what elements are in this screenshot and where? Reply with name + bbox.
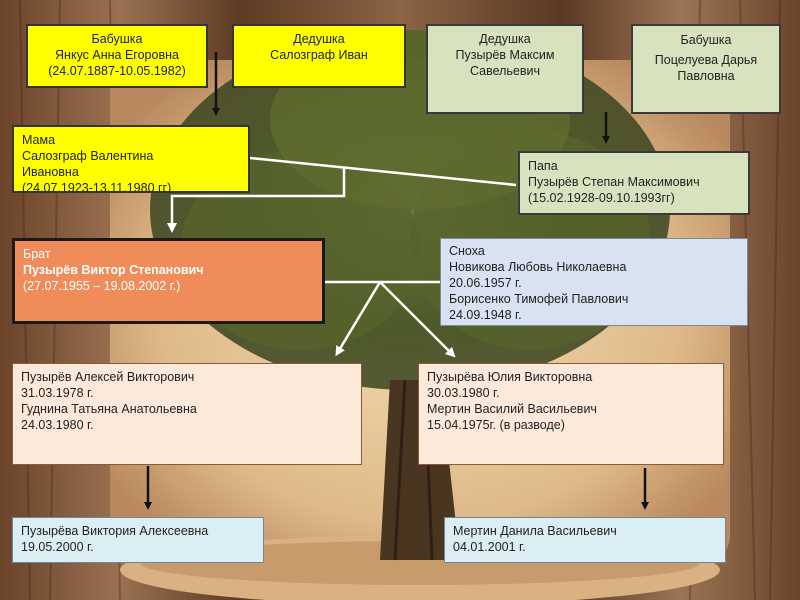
node-name: Пузырёва Виктория Алексеевна — [21, 524, 209, 538]
node-father: Папа Пузырёв Степан Максимович (15.02.19… — [518, 151, 750, 215]
node-label: Бабушка — [680, 33, 732, 47]
node-name: Мертин Данила Васильевич — [453, 524, 617, 538]
node-dates: (27.07.1955 – 19.08.2002 г.) — [23, 279, 181, 293]
node-dates: (15.02.1928-09.10.1993гг) — [528, 191, 675, 205]
node-spouse-dates: 15.04.1975г. (в разводе) — [427, 418, 565, 432]
node-viktoria: Пузырёва Виктория Алексеевна 19.05.2000 … — [12, 517, 264, 563]
node-spouse-name: Гуднина Татьяна Анатольевна — [21, 402, 197, 416]
node-name: Пузырёв Виктор Степанович — [23, 263, 204, 277]
node-spouse-dates: 24.09.1948 г. — [449, 308, 522, 322]
node-dates: 31.03.1978 г. — [21, 386, 94, 400]
node-yulia: Пузырёва Юлия Викторовна 30.03.1980 г. М… — [418, 363, 724, 465]
node-name: Салозграф Иван — [270, 48, 368, 62]
node-name-2: Павловна — [677, 69, 735, 83]
node-grandpa-salozgraf: Дедушка Салозграф Иван — [232, 24, 406, 88]
node-spouse-name: Мертин Василий Васильевич — [427, 402, 597, 416]
node-name: Янкус Анна Егоровна — [55, 48, 179, 62]
node-name: Пузырёв Алексей Викторович — [21, 370, 195, 384]
node-dates: 04.01.2001 г. — [453, 540, 526, 554]
node-dates: (24.07.1887-10.05.1982) — [48, 64, 186, 78]
node-name: Пузырёва Юлия Викторовна — [427, 370, 593, 384]
node-grandma-potseluyeva: Бабушка Поцелуева Дарья Павловна — [631, 24, 781, 114]
node-label: Дедушка — [479, 32, 531, 46]
node-label: Брат — [23, 247, 51, 261]
node-label: Мама — [22, 133, 56, 147]
node-brother: Брат Пузырёв Виктор Степанович (27.07.19… — [12, 238, 325, 324]
node-grandpa-puzyrev: Дедушка Пузырёв Максим Савельевич — [426, 24, 584, 114]
node-label: Сноха — [449, 244, 485, 258]
node-dates: 30.03.1980 г. — [427, 386, 500, 400]
node-label: Дедушка — [293, 32, 345, 46]
node-name: Салозграф Валентина — [22, 149, 154, 163]
node-mother: Мама Салозграф Валентина Ивановна (24.07… — [12, 125, 250, 193]
node-spouse-dates: 24.03.1980 г. — [21, 418, 94, 432]
node-alexey: Пузырёв Алексей Викторович 31.03.1978 г.… — [12, 363, 362, 465]
node-dates: 20.06.1957 г. — [449, 276, 522, 290]
node-dates: 19.05.2000 г. — [21, 540, 94, 554]
node-name: Пузырёв Максим — [455, 48, 555, 62]
node-daughter-in-law: Сноха Новикова Любовь Николаевна 20.06.1… — [440, 238, 748, 326]
node-name-2: Ивановна — [22, 165, 79, 179]
node-label: Бабушка — [91, 32, 143, 46]
node-grandma-yankus: Бабушка Янкус Анна Егоровна (24.07.1887-… — [26, 24, 208, 88]
node-name-2: Савельевич — [469, 64, 541, 78]
node-danila: Мертин Данила Васильевич 04.01.2001 г. — [444, 517, 726, 563]
node-name: Пузырёв Степан Максимович — [528, 175, 700, 189]
node-name: Поцелуева Дарья — [654, 53, 758, 67]
node-dates: (24.07.1923-13.11.1980 гг) — [22, 181, 172, 193]
node-label: Папа — [528, 159, 558, 173]
node-spouse-name: Борисенко Тимофей Павлович — [449, 292, 629, 306]
node-name: Новикова Любовь Николаевна — [449, 260, 627, 274]
